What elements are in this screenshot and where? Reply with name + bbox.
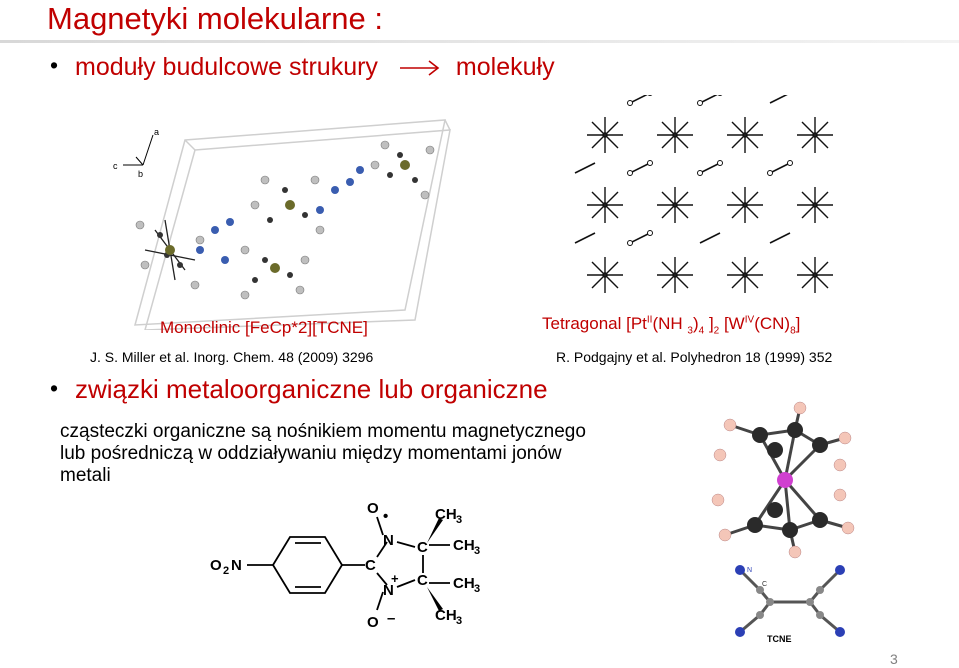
caption-tetragonal-text: Tetragonal [Pt (542, 314, 647, 333)
c-top-label: C (417, 539, 428, 556)
caption-sub-8: 8 (790, 325, 796, 337)
slide-title: Magnetyki molekularne : (47, 1, 383, 36)
caption-w: [W (719, 314, 745, 333)
tetragonal-structure-image (574, 95, 833, 293)
o2n-o: O (210, 557, 222, 574)
body-line-2: lub pośredniczą w oddziaływaniu między m… (60, 443, 562, 464)
tcne-label: TCNE (767, 634, 792, 644)
ch3-c-sub: 3 (474, 583, 480, 595)
minus-charge: – (387, 610, 395, 627)
caption-sub-3: 3 (687, 325, 693, 337)
plus-charge: + (391, 571, 399, 586)
tcne-molecule-image: N C TCNE (735, 565, 845, 644)
reference-left: J. S. Miller et al. Inorg. Chem. 48 (200… (90, 349, 374, 365)
bullet-dot-1: • (50, 52, 59, 78)
n-bot-label: N (383, 582, 394, 599)
o2n-n: N (231, 557, 242, 574)
caption-sub-2: 2 (713, 325, 720, 337)
n-top-label: N (383, 532, 394, 549)
body-paragraph: cząsteczki organiczne są nośnikiem momen… (60, 421, 700, 487)
ch3-b: CH (453, 537, 475, 554)
ferrocenium-molecule-image (711, 401, 855, 559)
ch3-a-sub: 3 (456, 514, 462, 526)
caption-end: ] (795, 314, 801, 333)
bullet-1-right: molekuły (455, 53, 555, 81)
ch3-b-sub: 3 (474, 545, 480, 557)
caption-sup-pt: II (646, 314, 653, 326)
caption-sup-w: IV (744, 314, 755, 326)
bullet-2: związki metaloorganiczne lub organiczne (75, 374, 548, 404)
tcne-n-label: N (747, 567, 752, 574)
reference-right: R. Podgajny et al. Polyhedron 18 (1999) … (556, 349, 833, 365)
o-top-label: O (367, 500, 379, 517)
right-arrow-icon (399, 52, 440, 82)
axis-b-label: b (138, 169, 143, 179)
c-bot-label: C (417, 572, 428, 589)
body-line-1: cząsteczki organiczne są nośnikiem momen… (60, 421, 586, 442)
bullet-1-left: moduły budulcowe strukury (75, 53, 378, 81)
o-bot-label: O (367, 614, 379, 631)
o2n-sub: 2 (223, 565, 229, 577)
caption-bracket: ] (704, 314, 714, 333)
caption-cn: (CN) (754, 314, 791, 333)
body-line-3: metali (60, 465, 111, 486)
ch3-d: CH (435, 607, 457, 624)
caption-sub-4: 4 (698, 325, 705, 337)
page-number: 3 (890, 651, 898, 667)
caption-paren: ) (692, 314, 699, 333)
caption-nh: (NH (652, 314, 688, 333)
monoclinic-structure-image (134, 119, 451, 330)
title-divider (0, 40, 959, 43)
caption-tetragonal: Tetragonal [PtII(NH 3)4 ]2 [WIV(CN)8] (542, 314, 800, 336)
tcne-c-label: C (762, 581, 767, 588)
bullet-1: moduły budulcowe strukury molekuły (75, 52, 555, 82)
bullet-dot-2: • (50, 375, 59, 401)
axis-a-label: a (154, 127, 159, 137)
radical-dot: • (383, 508, 388, 525)
ch3-d-sub: 3 (456, 615, 462, 627)
axis-c-label: c (113, 161, 118, 171)
caption-monoclinic: Monoclinic [FeCp*2][TCNE] (160, 318, 368, 337)
ring-c-label: C (365, 557, 376, 574)
ch3-a: CH (435, 506, 457, 523)
ch3-c: CH (453, 575, 475, 592)
crystal-axes-icon: a c b (113, 127, 159, 179)
